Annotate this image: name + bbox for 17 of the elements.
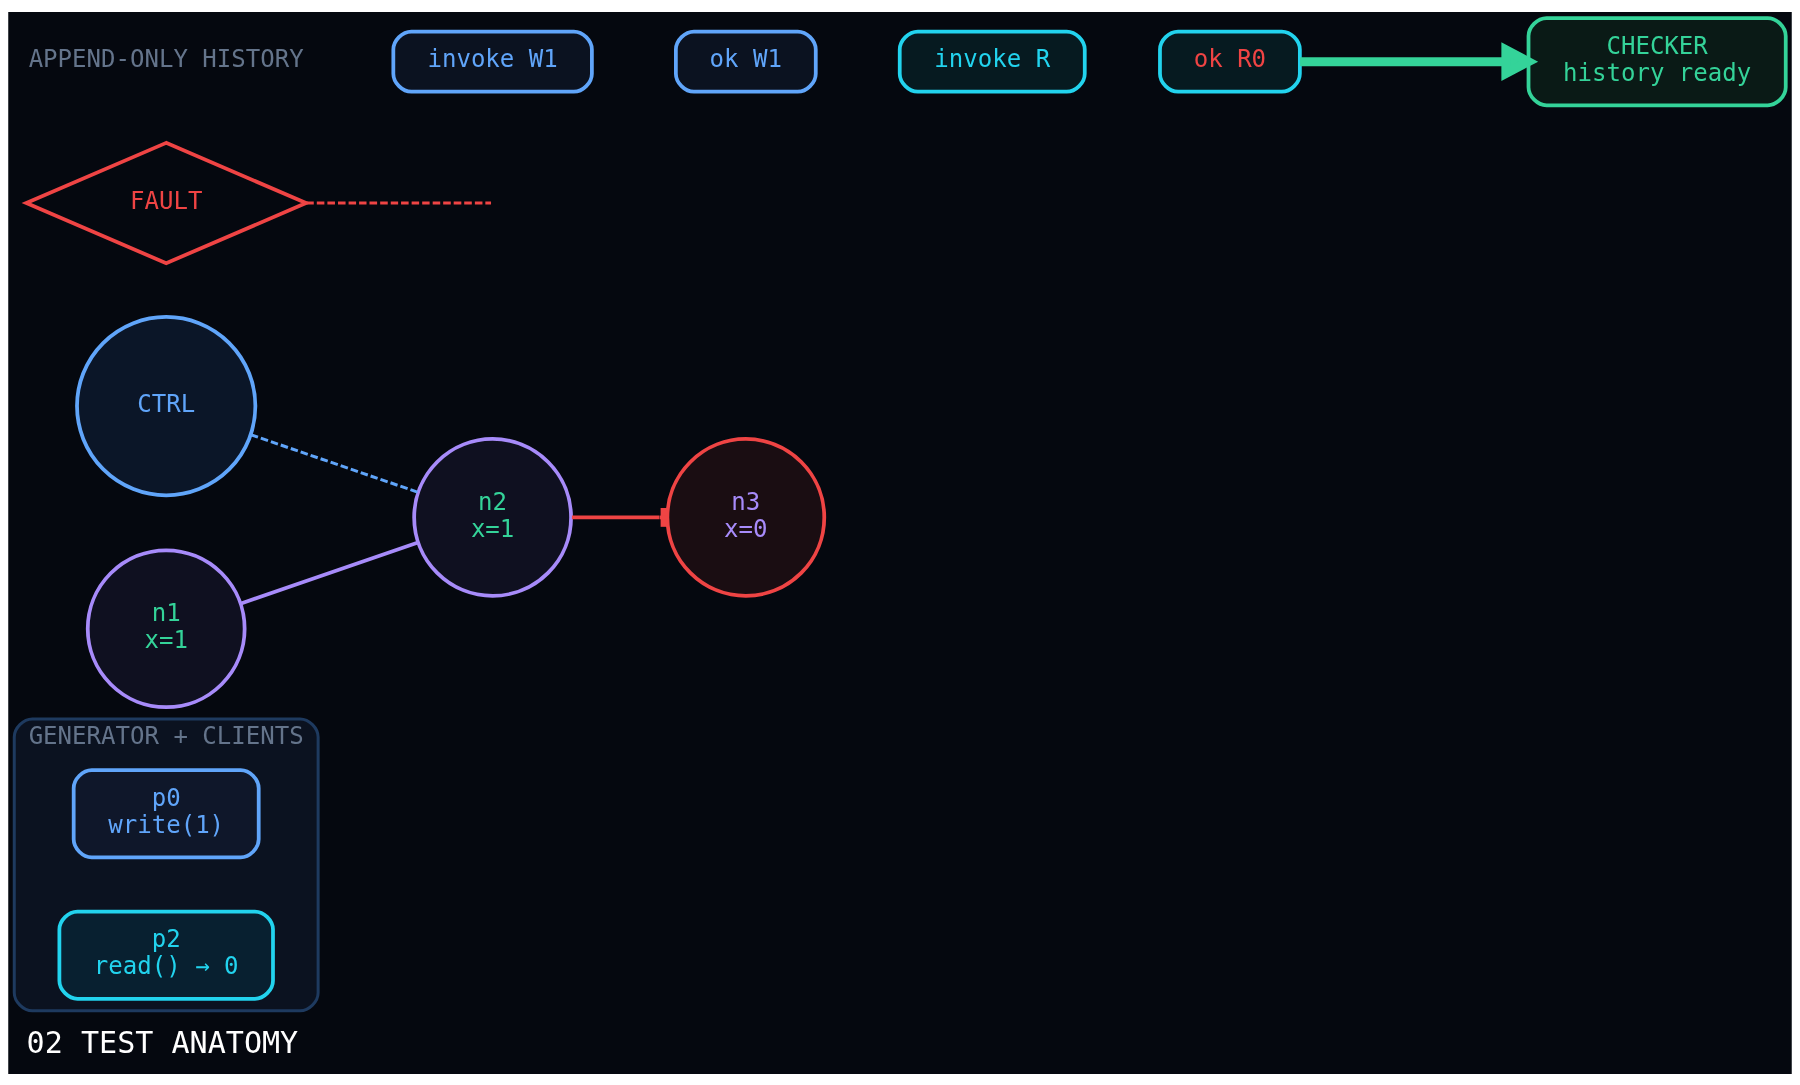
node-box: CHECKER history ready [1526,15,1788,107]
node-circle: n1 x=1 [85,547,247,709]
node-box: invoke R [897,29,1087,94]
label: APPEND-ONLY HISTORY [28,44,304,73]
node-box: ok R0 [1158,29,1302,94]
connector [306,201,492,205]
connector [250,432,419,494]
node-box: invoke W1 [391,29,594,94]
node-circle: n3 x=0 [665,436,827,598]
node-box: ok W1 [674,29,818,94]
node-circle: CTRL [75,314,258,497]
arrow [1300,41,1539,81]
node-box: p0 write(1) [71,767,261,859]
caption: 02 TEST ANATOMY [26,1024,299,1060]
node-box: p2 read() → 0 [57,909,275,1001]
node-circle: n2 x=1 [412,436,573,598]
connector [240,540,419,605]
